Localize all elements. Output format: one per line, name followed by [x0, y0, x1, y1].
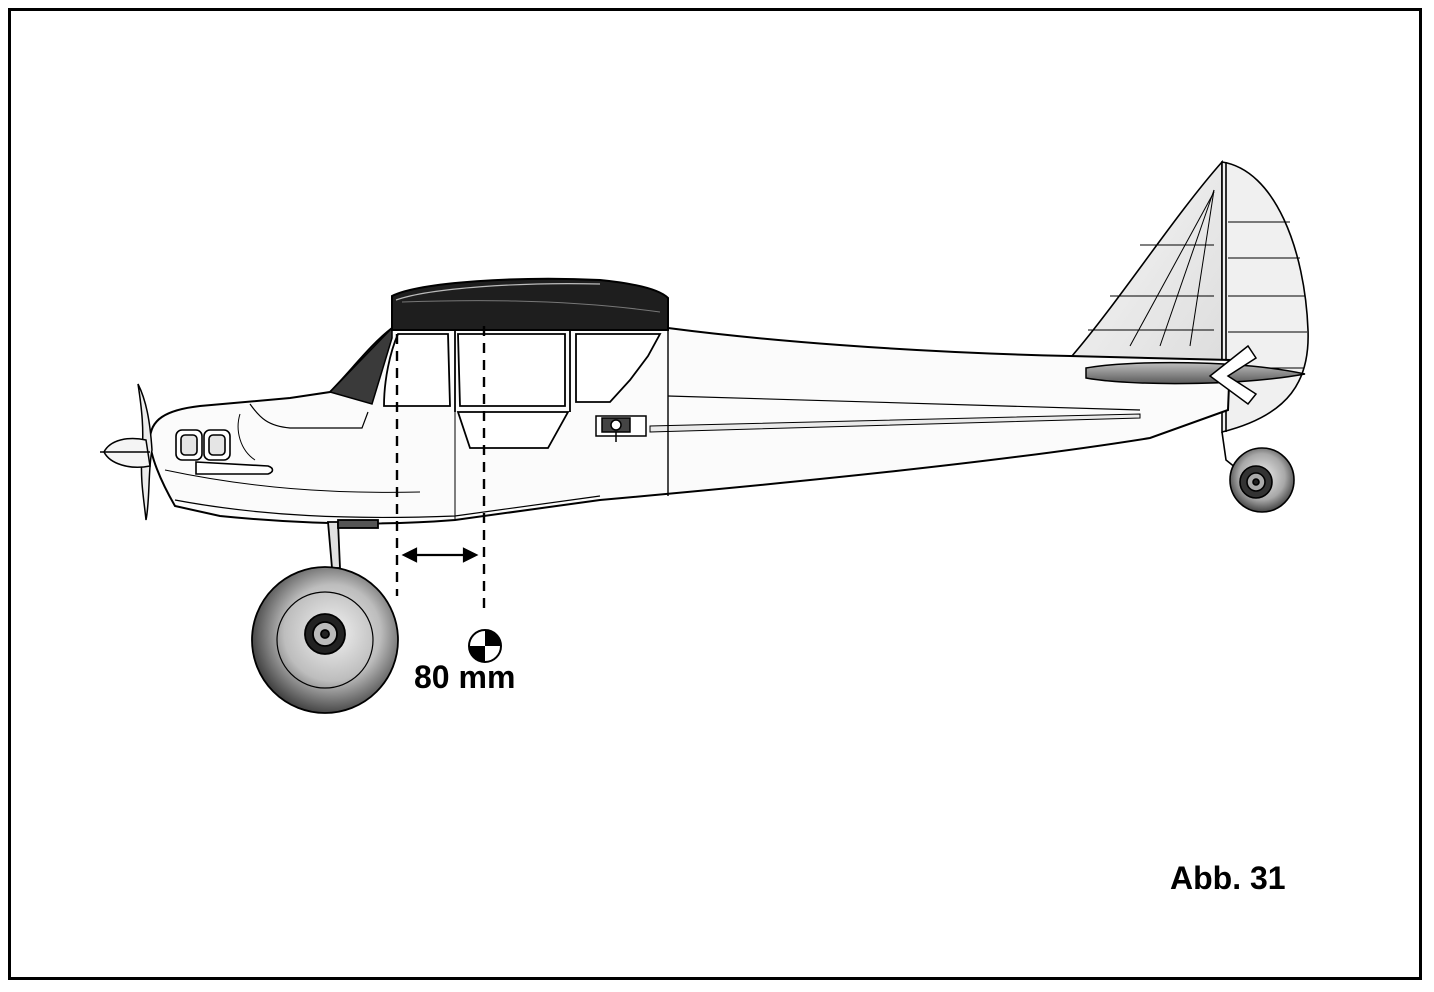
horizontal-stabilizer: [1085, 344, 1306, 406]
main-landing-gear: [251, 519, 399, 714]
windshield: [328, 326, 393, 405]
cg-dimension-label: 80 mm: [414, 659, 516, 695]
cowling-air-intakes: [175, 429, 274, 475]
fuselage: [148, 327, 1232, 525]
double-arrow-icon: [401, 547, 479, 563]
propeller: [100, 383, 153, 521]
wing: [391, 277, 669, 331]
servo-cutout: [595, 415, 647, 442]
center-of-gravity-icon: [468, 629, 502, 663]
cg-dimension-lines: [395, 326, 486, 608]
tail-wheel: [1221, 431, 1295, 513]
figure-label: Abb. 31: [1170, 860, 1286, 896]
